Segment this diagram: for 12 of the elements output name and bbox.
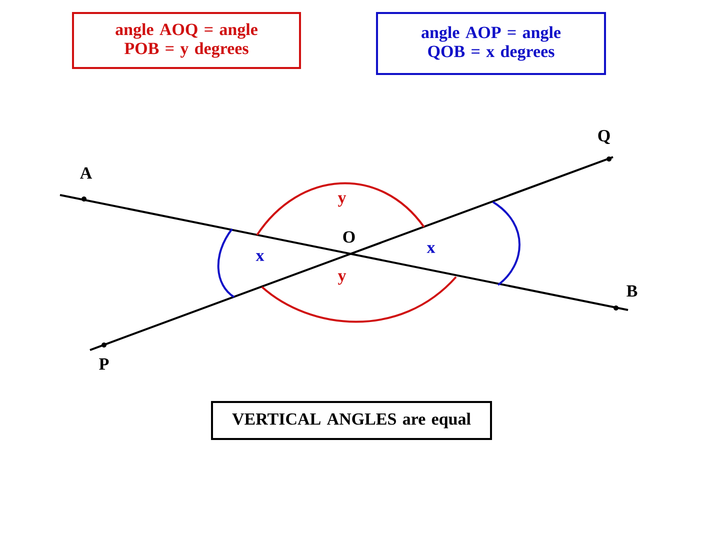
angle-label: y	[338, 273, 346, 285]
point-label: B	[626, 285, 638, 297]
text-box: VERTICAL ANGLES are equal	[211, 401, 492, 440]
point-label: P	[99, 358, 109, 370]
point-label: A	[80, 167, 92, 179]
point-label: Q	[598, 130, 610, 144]
angle-label: x	[256, 253, 264, 261]
angle-label: y	[338, 195, 346, 207]
text-box: angle AOQ = angle POB = y degrees	[72, 12, 301, 69]
angle-label: x	[426, 245, 436, 253]
text-box: angle AOP = angle QOB = x degrees	[376, 12, 606, 75]
point-label: O	[343, 231, 355, 243]
